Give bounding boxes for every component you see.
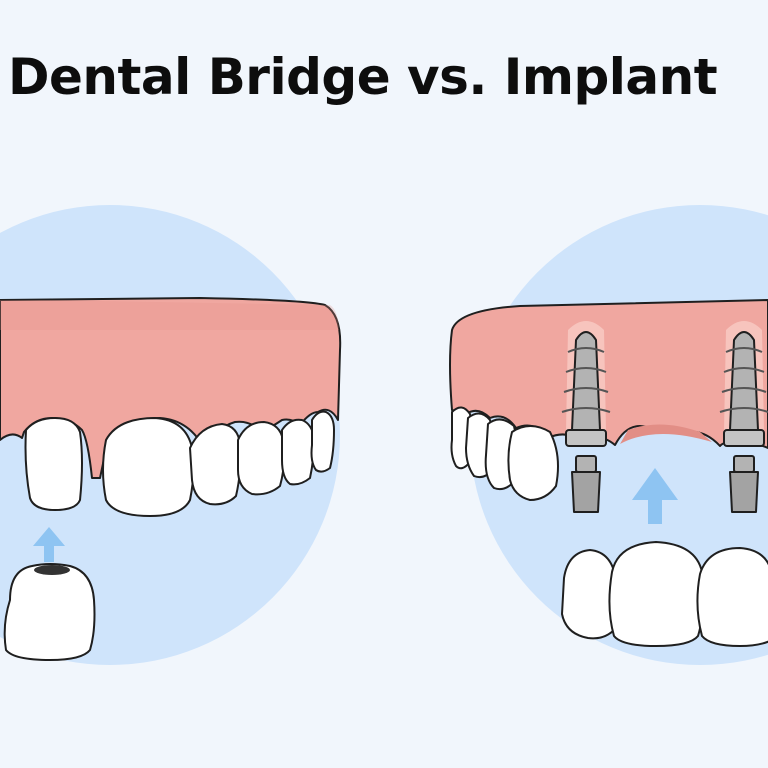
arrow-up-icon [632, 468, 678, 524]
gum-shadow [0, 300, 339, 330]
bridge-teeth-icon [561, 541, 768, 647]
abutment-icon [729, 455, 759, 513]
implant-screw-icon [719, 321, 768, 447]
tooth-icon [237, 421, 285, 496]
abutment-icon [571, 455, 601, 513]
implant-panel [449, 299, 768, 647]
tooth-icon [24, 417, 83, 511]
arrow-up-icon [33, 527, 65, 562]
tooth-icon [102, 417, 195, 517]
page-title: Dental Bridge vs. Implant [8, 48, 718, 106]
implant-screw-icon [561, 321, 611, 447]
gum-shadow [620, 424, 712, 444]
tooth-icon [310, 410, 335, 473]
crown-opening [34, 565, 70, 575]
crown-icon [3, 563, 96, 661]
tooth-icon [189, 423, 242, 506]
bridge-panel [0, 297, 342, 661]
tooth-icon [281, 418, 315, 486]
tooth-icon [507, 425, 559, 501]
